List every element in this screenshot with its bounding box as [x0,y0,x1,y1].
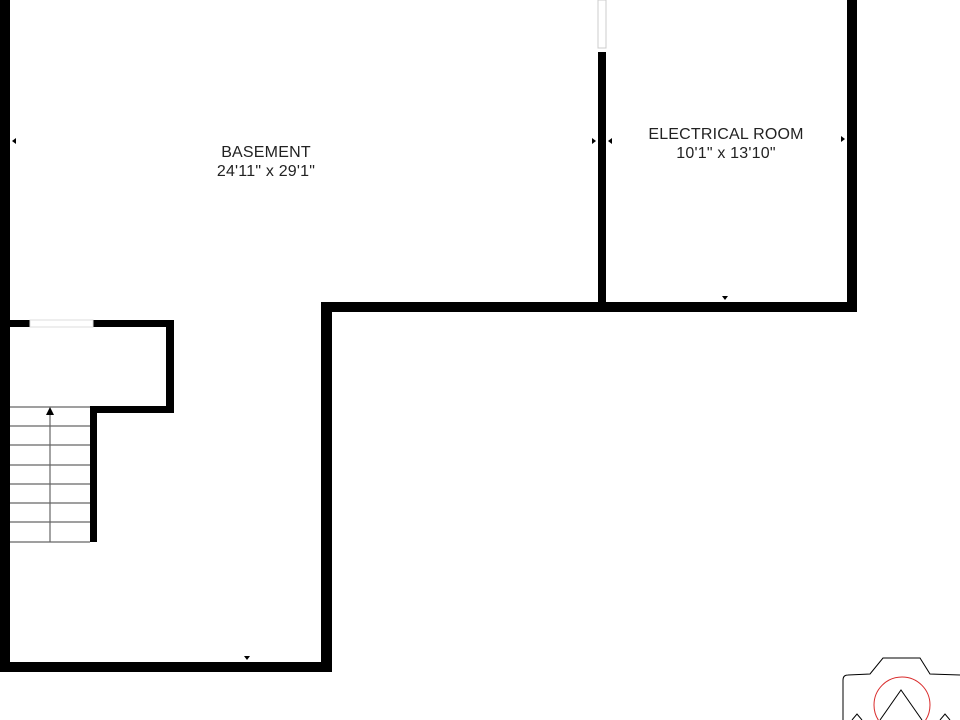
room-name: BASEMENT [221,144,311,161]
stairs-arrow-icon [46,407,54,415]
walls [0,0,857,672]
stairs [10,406,90,543]
room-name: ELECTRICAL ROOM [648,126,804,143]
closet-top-wall-right [93,320,174,327]
dimension-marker-icon [12,136,845,660]
closet-right-wall [166,320,174,413]
wall-inner-vertical [321,302,332,672]
closet-top-wall-left [10,320,30,327]
door-opening-closet [29,319,94,328]
wall-right [847,0,857,312]
room-label-electrical-room: ELECTRICAL ROOM 10'1" x 13'10" [626,125,826,163]
stairs-wall [90,406,97,542]
room-dimensions: 24'11" x 29'1" [216,163,316,180]
wall-bottom [0,662,332,672]
camera-logo-icon [842,657,960,720]
door-opening-electrical [597,0,607,49]
wall-electrical-divider [598,52,606,304]
wall-inner-horizontal [321,302,857,312]
room-dimensions: 10'1" x 13'10" [676,145,776,162]
closet-bottom-wall [90,406,174,413]
wall-left [0,0,10,672]
room-label-basement: BASEMENT 24'11" x 29'1" [166,143,366,181]
